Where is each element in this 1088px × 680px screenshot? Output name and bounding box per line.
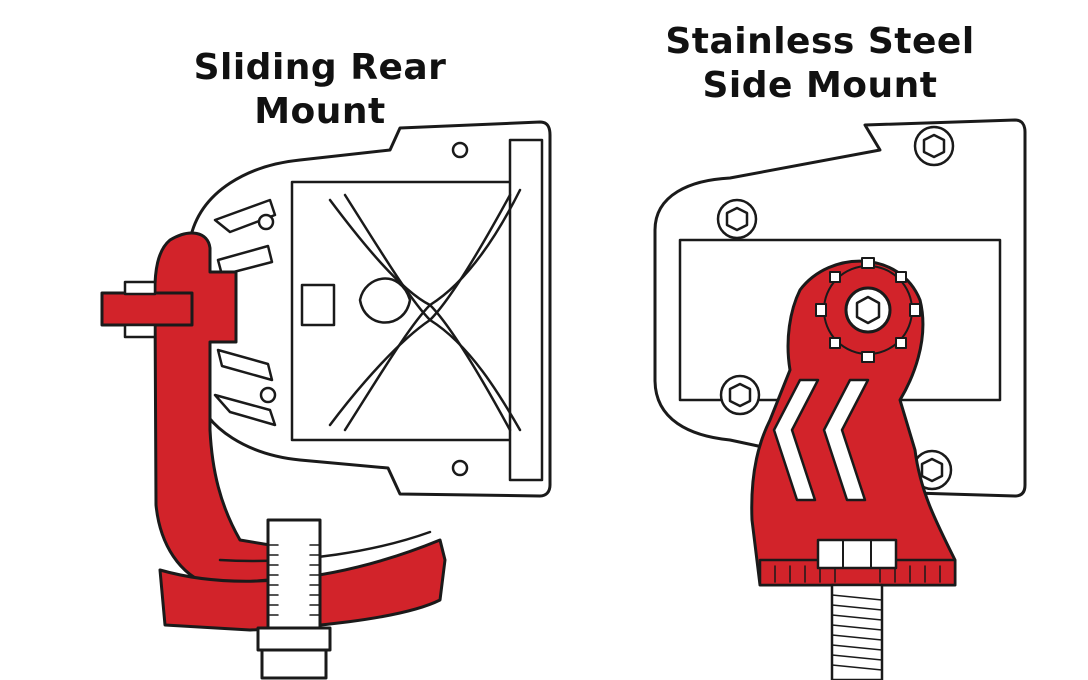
led-dome (358, 277, 412, 324)
pivot-hex (855, 295, 881, 325)
sliding-rear-mount-diagram (100, 120, 552, 680)
side-rod-threads (831, 594, 883, 671)
rod-threads (267, 544, 321, 616)
side-mount-title: Stainless Steel Side Mount (640, 20, 1000, 108)
rear-bolt-head (123, 280, 157, 296)
reflector-inner-lower (343, 303, 512, 432)
side-mount-title-line1: Stainless Steel (665, 21, 975, 62)
lower-nut (260, 648, 328, 680)
reflector-inner (343, 193, 512, 322)
side-mount-diagram (653, 118, 1027, 680)
side-hex-nut (816, 538, 898, 570)
sliding-rear-mount-title: Sliding Rear Mount (193, 47, 447, 132)
led-block (300, 283, 336, 327)
side-mount-title-line2: Side Mount (702, 65, 938, 106)
heat-fins (213, 198, 277, 427)
rear-bolt (100, 291, 194, 327)
hex-nut-icon (256, 626, 332, 652)
housing-bolts (716, 125, 955, 491)
bezel (508, 138, 544, 482)
small-bolts (257, 141, 469, 477)
side-threaded-rod (830, 583, 884, 680)
rear-bolt-head-lower (123, 323, 157, 339)
bracket-slots (772, 378, 870, 502)
